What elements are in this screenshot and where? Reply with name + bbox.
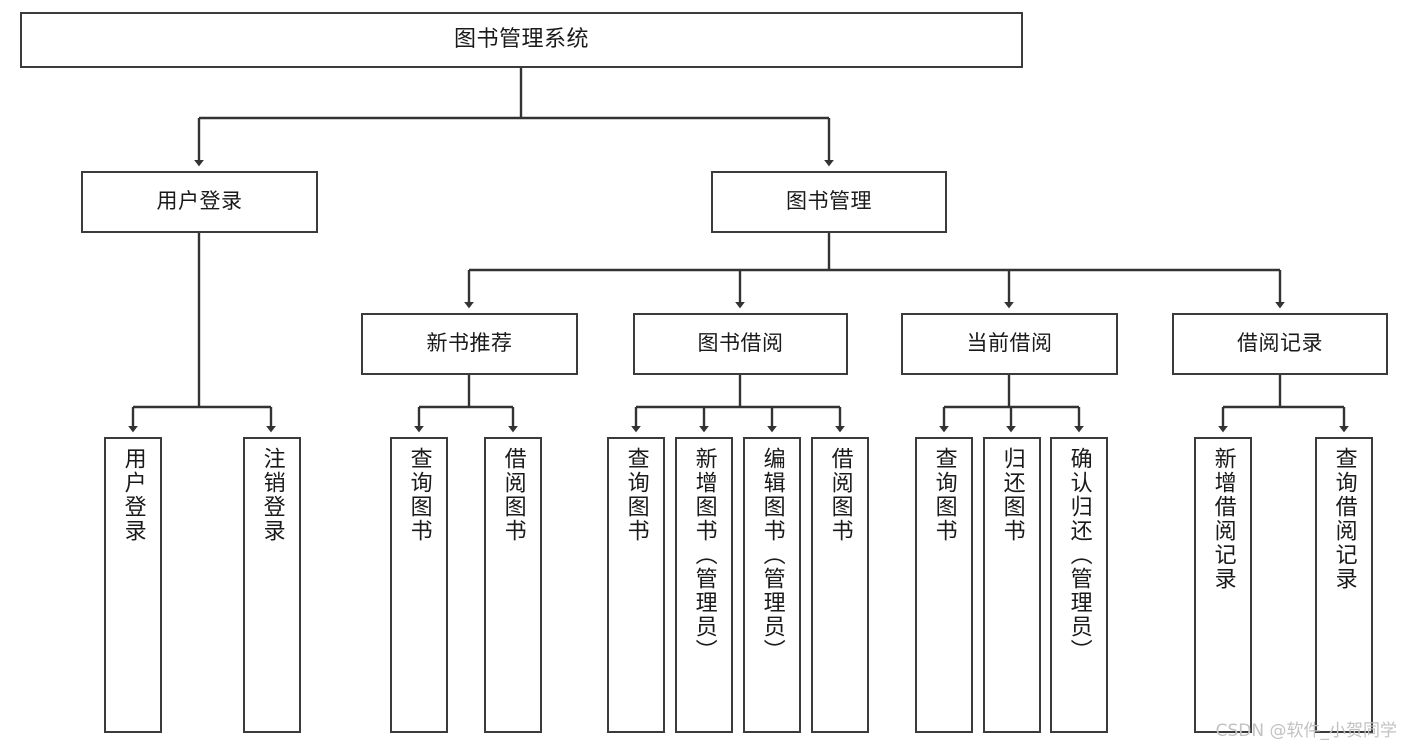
node-book-management[interactable]: 图书管理 [711,171,947,233]
csdn-watermark: CSDN @软件_小贺同学 [1215,721,1397,741]
leaf-user-login-login[interactable]: 用户登录 [104,437,162,733]
leaf-new-book-query[interactable]: 查询图书 [390,437,448,733]
leaf-book-borrow-query[interactable]: 查询图书 [607,437,665,733]
leaf-user-login-logout[interactable]: 注销登录 [243,437,301,733]
leaf-book-borrow-lend[interactable]: 借阅图书 [811,437,869,733]
node-label: 借阅图书 [827,447,853,543]
node-label: 借阅记录 [1237,331,1323,356]
node-current-borrow[interactable]: 当前借阅 [901,313,1118,375]
node-label: 新增图书（管理员） [691,447,717,663]
node-root-system[interactable]: 图书管理系统 [20,12,1023,68]
leaf-book-borrow-add[interactable]: 新增图书（管理员） [675,437,733,733]
node-label: 新增借阅记录 [1210,447,1236,591]
node-label: 查询图书 [931,447,957,543]
leaf-book-borrow-edit[interactable]: 编辑图书（管理员） [743,437,801,733]
node-label: 用户登录 [156,189,243,214]
leaf-current-borrow-confirm-return[interactable]: 确认归还（管理员） [1050,437,1108,733]
leaf-current-borrow-query[interactable]: 查询图书 [915,437,973,733]
node-label: 注销登录 [259,447,285,543]
node-label: 归还图书 [999,447,1025,543]
node-label: 查询图书 [406,447,432,543]
node-label: 图书管理系统 [453,26,589,52]
node-borrow-record[interactable]: 借阅记录 [1172,313,1388,375]
node-new-book-recommend[interactable]: 新书推荐 [361,313,578,375]
leaf-new-book-borrow[interactable]: 借阅图书 [484,437,542,733]
leaf-borrow-record-add[interactable]: 新增借阅记录 [1194,437,1252,733]
node-label: 图书借阅 [697,331,784,356]
leaf-current-borrow-return[interactable]: 归还图书 [983,437,1041,733]
node-label: 新书推荐 [426,331,513,356]
node-label: 编辑图书（管理员） [759,447,785,663]
node-label: 确认归还（管理员） [1066,447,1092,663]
node-label: 查询借阅记录 [1331,447,1357,591]
node-label: 查询图书 [623,447,649,543]
leaf-borrow-record-query[interactable]: 查询借阅记录 [1315,437,1373,733]
node-label: 用户登录 [120,447,146,543]
node-user-login[interactable]: 用户登录 [81,171,318,233]
node-label: 当前借阅 [966,331,1053,356]
node-label: 借阅图书 [500,447,526,543]
node-book-borrow[interactable]: 图书借阅 [633,313,848,375]
node-label: 图书管理 [786,189,872,214]
